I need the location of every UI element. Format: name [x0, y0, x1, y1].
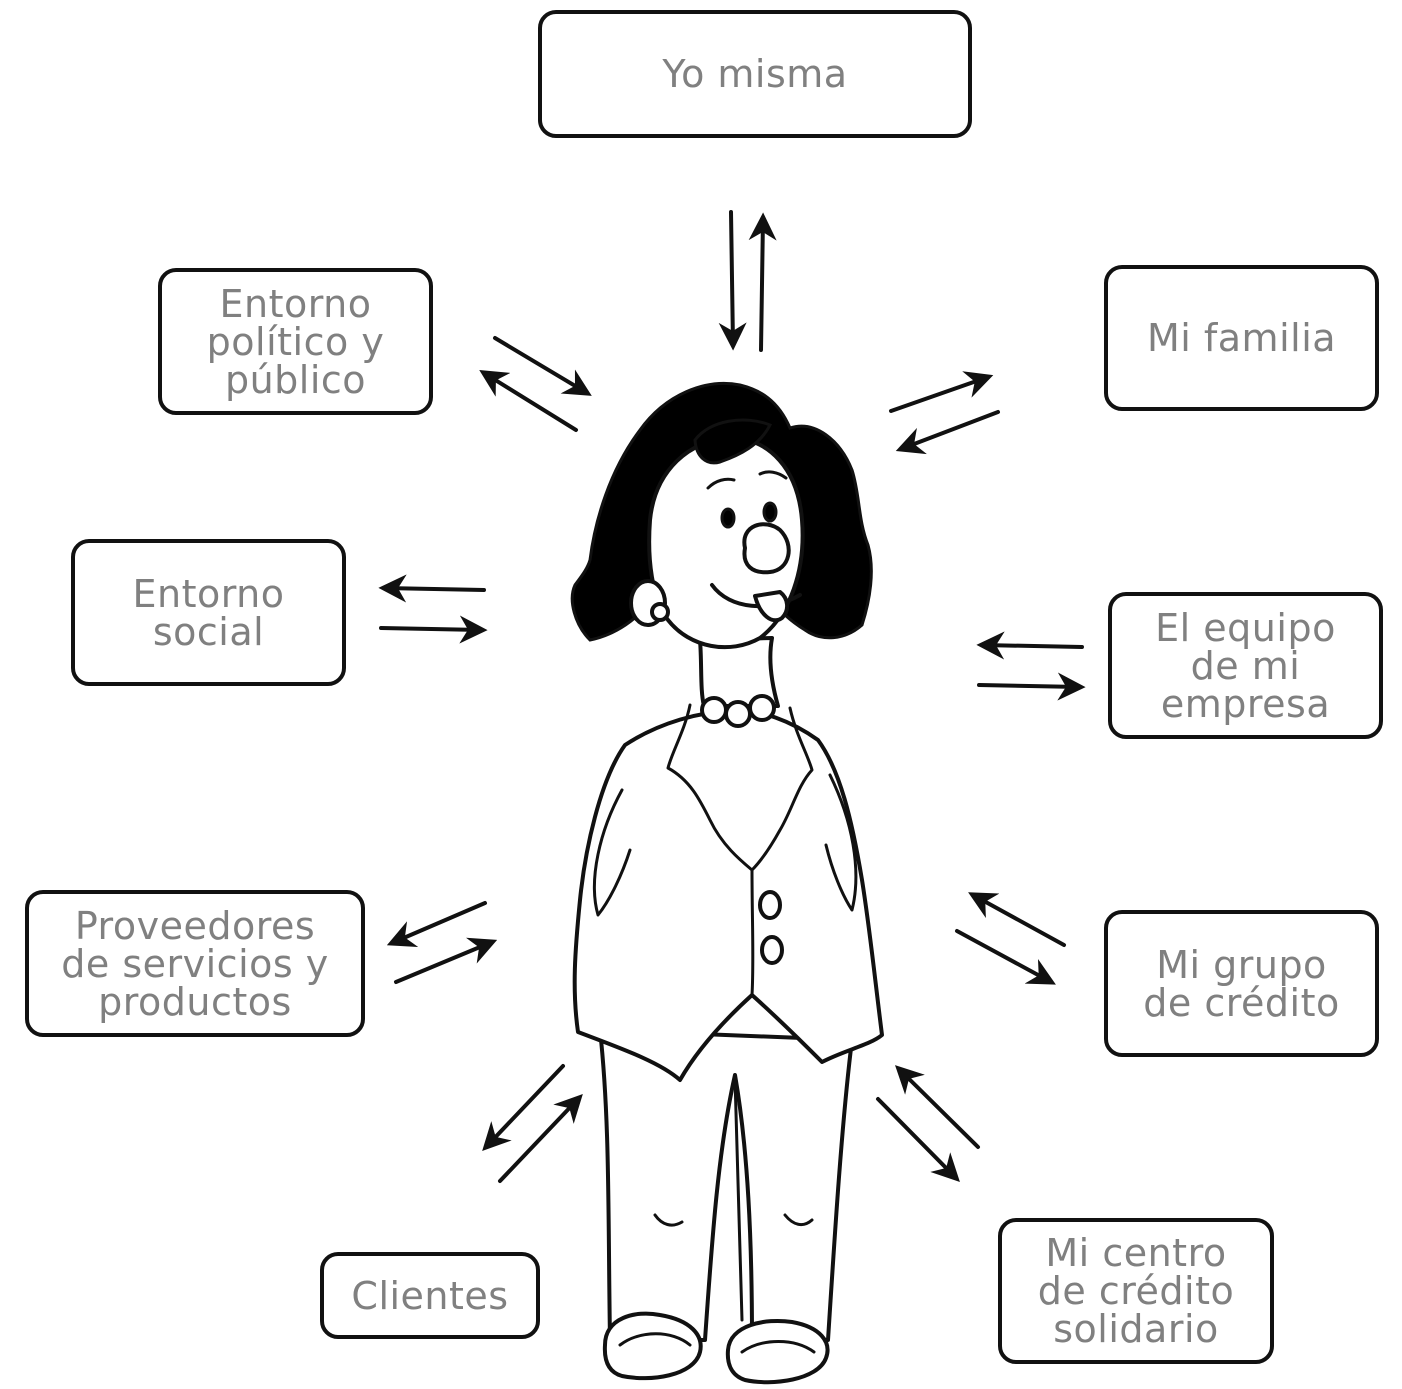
node-label: Mi familia — [1146, 316, 1337, 360]
node-clientes: Clientes — [320, 1252, 540, 1339]
node-label: Entorno social — [132, 571, 285, 654]
node-label: Proveedores de servicios y productos — [61, 903, 329, 1024]
button-bottom — [760, 935, 784, 965]
node-label: Entorno político y público — [206, 281, 385, 402]
node-entorno-politico: Entorno político y público — [158, 268, 433, 415]
node-equipo-empresa: El equipo de mi empresa — [1108, 592, 1383, 739]
node-label: El equipo de mi empresa — [1155, 605, 1336, 726]
left-shoe — [602, 1311, 703, 1381]
arrow-pair-grupo-credito — [955, 892, 1066, 985]
trousers — [598, 1028, 854, 1342]
right-shoe — [725, 1318, 830, 1385]
node-label: Mi grupo de crédito — [1143, 942, 1340, 1025]
arrow-pair-entorno-politico — [479, 336, 592, 432]
arrow-pair-yo-misma — [718, 210, 777, 352]
arrow-pair-equipo-empresa — [976, 631, 1086, 701]
node-entorno-social: Entorno social — [71, 539, 346, 686]
node-proveedores: Proveedores de servicios y productos — [25, 890, 365, 1037]
node-grupo-credito: Mi grupo de crédito — [1104, 910, 1379, 1057]
woman-figure — [570, 381, 884, 1385]
node-label: Mi centro de crédito solidario — [1037, 1231, 1235, 1351]
node-yo-misma: Yo misma — [538, 10, 972, 138]
node-centro-credito: Mi centro de crédito solidario — [998, 1218, 1274, 1364]
arrow-pair-proveedores — [386, 901, 498, 984]
arrow-pair-entorno-social — [378, 574, 488, 644]
node-label: Yo misma — [662, 52, 848, 96]
arrow-pair-clientes — [482, 1064, 583, 1183]
button-top — [758, 890, 782, 920]
node-label: Clientes — [351, 1273, 509, 1318]
jacket — [572, 708, 884, 1082]
arrow-pair-mi-familia — [889, 371, 1000, 455]
arrow-pair-centro-credito — [876, 1065, 980, 1182]
node-mi-familia: Mi familia — [1104, 265, 1379, 411]
